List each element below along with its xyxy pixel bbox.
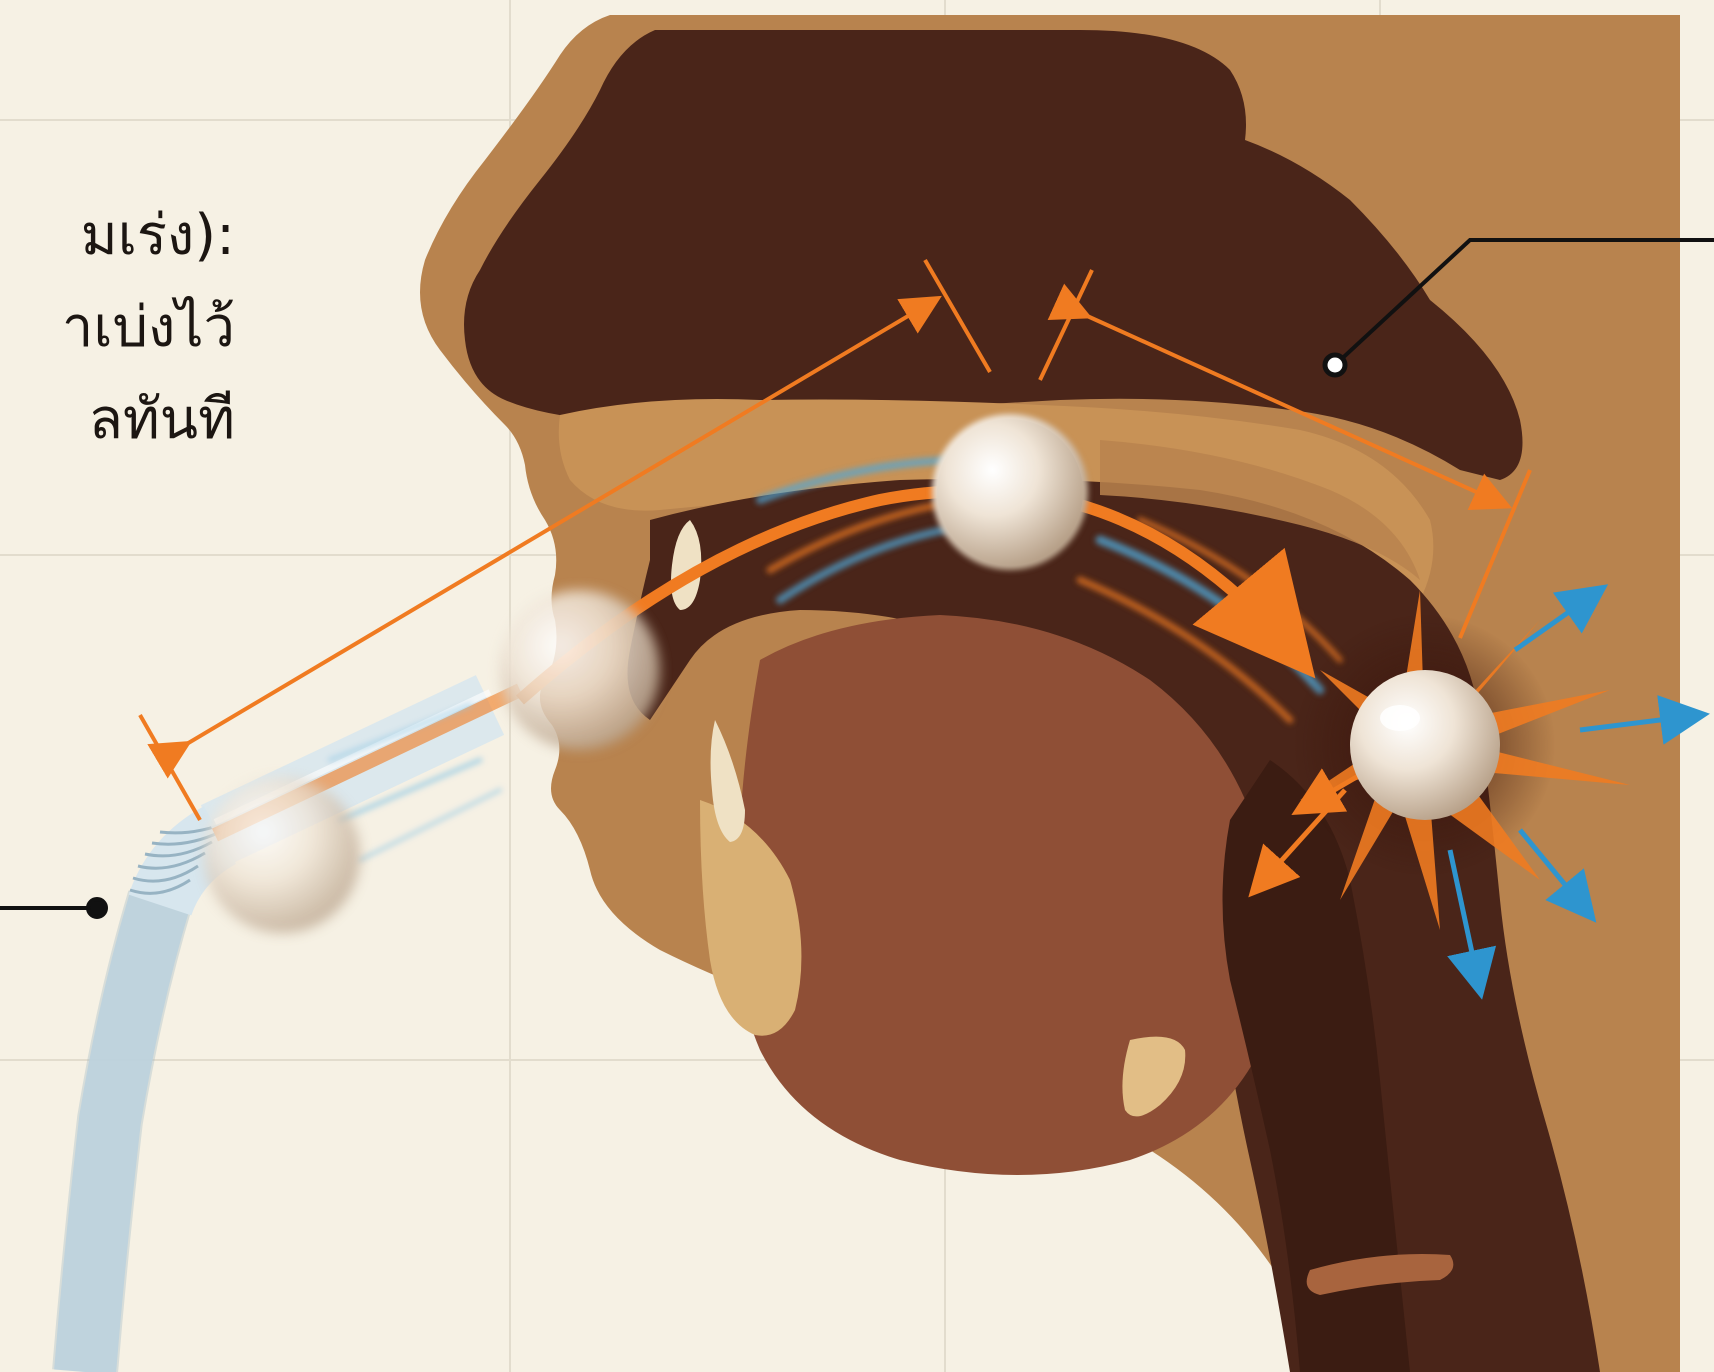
callout-left [0, 899, 106, 917]
pearl-ball-icon-1 [204, 777, 360, 933]
pearl-ball-icon-2 [500, 590, 660, 750]
pearl-ball-icon-3 [932, 414, 1088, 570]
pearl-ball-icon-4 [1350, 670, 1500, 820]
straw-lower-edge [85, 900, 160, 1372]
